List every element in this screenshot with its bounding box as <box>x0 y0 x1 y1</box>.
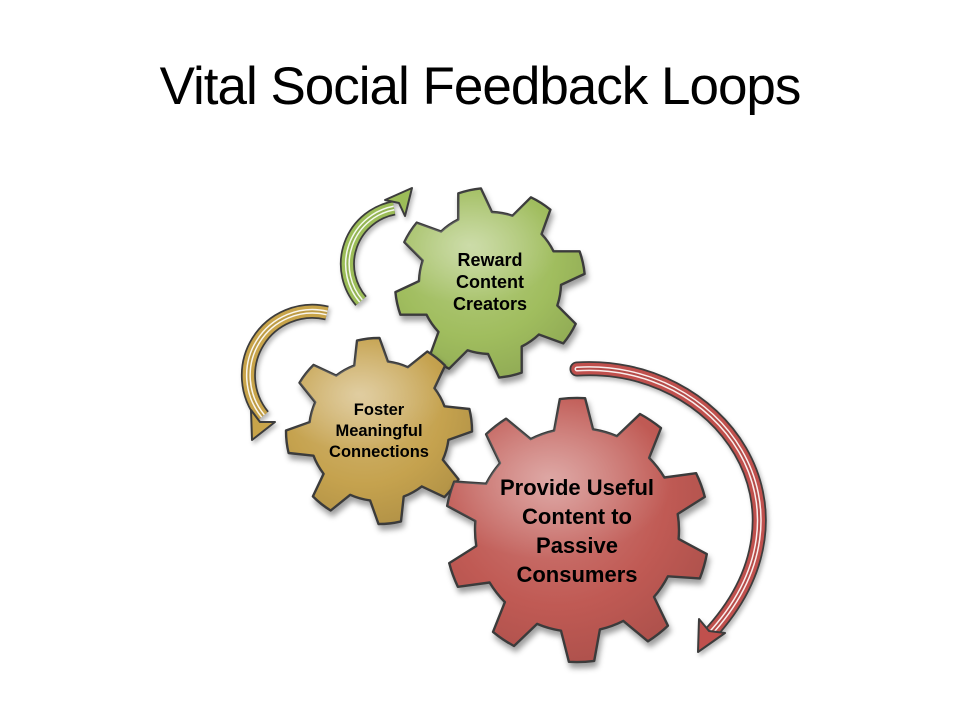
gear-label-line: Foster <box>353 401 405 419</box>
gears <box>284 187 708 664</box>
green-loop-arrow-head <box>384 187 413 217</box>
green-loop-arrow <box>339 187 413 306</box>
gear-label-line: Reward <box>457 250 523 270</box>
gear-label-line: Creators <box>452 294 528 314</box>
red-loop-arrow <box>569 361 767 653</box>
gold-loop-arrow-head <box>250 409 276 441</box>
gear-label-line: Passive <box>536 533 618 558</box>
gear-label-line: Content to <box>522 504 632 529</box>
slide-title: Vital Social Feedback Loops <box>159 57 802 116</box>
gear-label-line: Consumers <box>516 562 638 587</box>
foster-meaningful-connections-gear <box>284 336 474 526</box>
gear-label-line: Connections <box>329 443 429 461</box>
red-loop-arrow-head <box>697 618 726 653</box>
gear-label-line: Provide Useful <box>499 475 655 500</box>
loop-arrows <box>240 187 767 653</box>
gear-label-foster-meaningful-connections: Foster Meaningful Connections <box>269 400 489 463</box>
gear-label-line: Content <box>456 272 524 292</box>
gear-label-reward-content-creators: Reward Content Creators <box>380 249 600 315</box>
gold-loop-arrow <box>240 303 329 441</box>
gear-label-line: Meaningful <box>335 422 423 440</box>
gear-label-provide-useful-content: Provide Useful Content to Passive Consum… <box>447 473 707 589</box>
